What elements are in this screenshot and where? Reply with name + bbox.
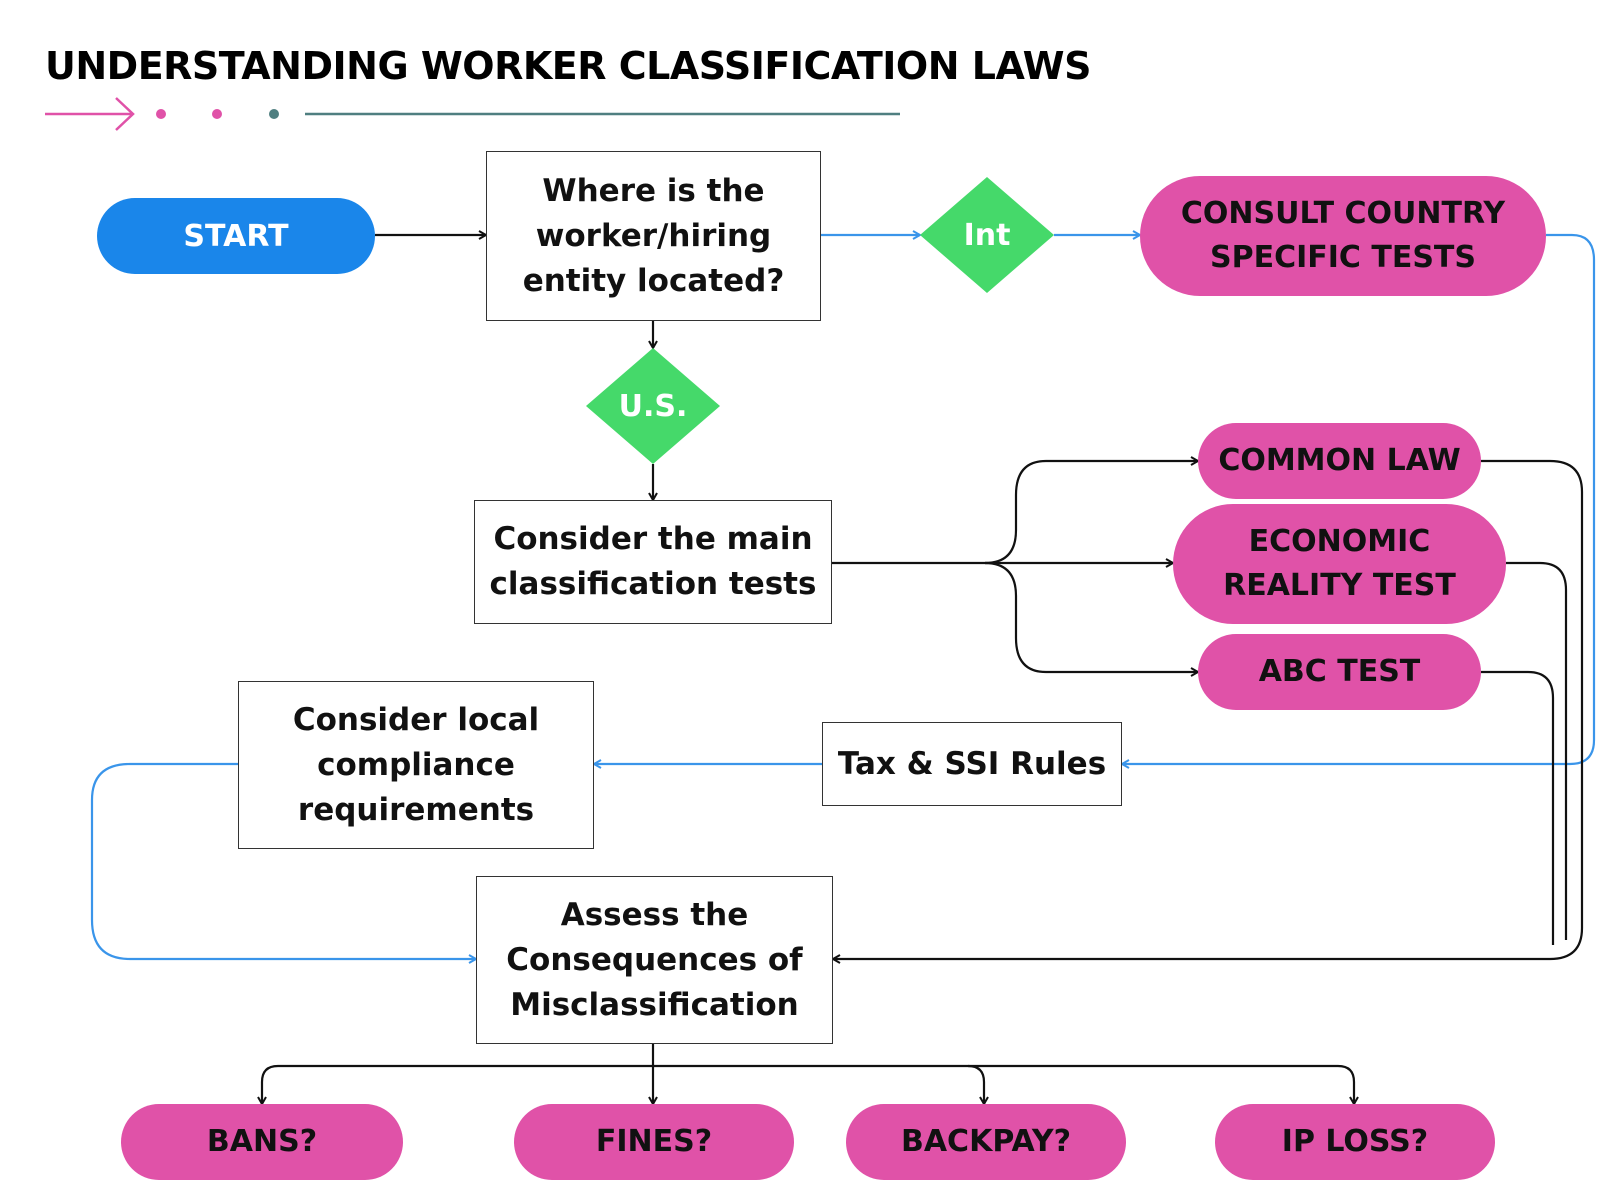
- edge-assess-iploss: [968, 1064, 1354, 1104]
- common-law-node: COMMON LAW: [1198, 423, 1481, 499]
- us-label: U.S.: [618, 388, 688, 424]
- consult-country-node: CONSULT COUNTRY SPECIFIC TESTS: [1140, 176, 1546, 296]
- where-located-label: Where is the worker/hiring entity locate…: [522, 172, 785, 299]
- ip-loss-node: IP LOSS?: [1215, 1104, 1495, 1180]
- edge-assess-bans: [262, 1064, 653, 1104]
- abc-test-node: ABC TEST: [1198, 634, 1481, 710]
- edge-abc-bus: [1481, 670, 1555, 945]
- bans-label: BANS?: [206, 1124, 318, 1159]
- edge-commonlaw-assess: [833, 459, 1584, 959]
- where-located-box: Where is the worker/hiring entity locate…: [486, 151, 821, 321]
- backpay-label: BACKPAY?: [900, 1124, 1072, 1159]
- title-decoration: [45, 97, 900, 131]
- edge-assess-backpay: [653, 1064, 984, 1104]
- us-decision: U.S.: [586, 348, 720, 464]
- diagram-title: UNDERSTANDING WORKER CLASSIFICATION LAWS: [45, 44, 1091, 88]
- economic-reality-label: ECONOMIC REALITY TEST: [1223, 524, 1456, 603]
- assess-consequences-box: Assess the Consequences of Misclassifica…: [476, 876, 833, 1044]
- ip-loss-label: IP LOSS?: [1281, 1124, 1429, 1159]
- int-decision: Int: [920, 177, 1054, 293]
- abc-test-label: ABC TEST: [1258, 654, 1421, 689]
- common-law-label: COMMON LAW: [1218, 443, 1461, 478]
- start-label: START: [183, 218, 289, 254]
- economic-reality-node: ECONOMIC REALITY TEST: [1173, 504, 1506, 624]
- tax-ssi-label: Tax & SSI Rules: [837, 745, 1107, 782]
- fines-label: FINES?: [595, 1124, 713, 1159]
- assess-consequences-label: Assess the Consequences of Misclassifica…: [506, 896, 803, 1023]
- edge-consult-tax: [1122, 233, 1596, 764]
- start-node: START: [97, 198, 375, 274]
- main-tests-box: Consider the main classification tests: [474, 500, 832, 624]
- edge-main-commonlaw: [984, 461, 1198, 565]
- int-label: Int: [963, 217, 1011, 253]
- edge-economic-bus: [1506, 561, 1568, 940]
- tax-ssi-box: Tax & SSI Rules: [822, 722, 1122, 806]
- bans-node: BANS?: [121, 1104, 403, 1180]
- local-compliance-box: Consider local compliance requirements: [238, 681, 594, 849]
- backpay-node: BACKPAY?: [846, 1104, 1126, 1180]
- fines-node: FINES?: [514, 1104, 794, 1180]
- local-compliance-label: Consider local compliance requirements: [292, 701, 540, 828]
- edge-main-abc: [984, 561, 1198, 672]
- edge-local-assess: [90, 762, 476, 959]
- main-tests-label: Consider the main classification tests: [489, 521, 817, 602]
- consult-country-label: CONSULT COUNTRY SPECIFIC TESTS: [1180, 196, 1506, 275]
